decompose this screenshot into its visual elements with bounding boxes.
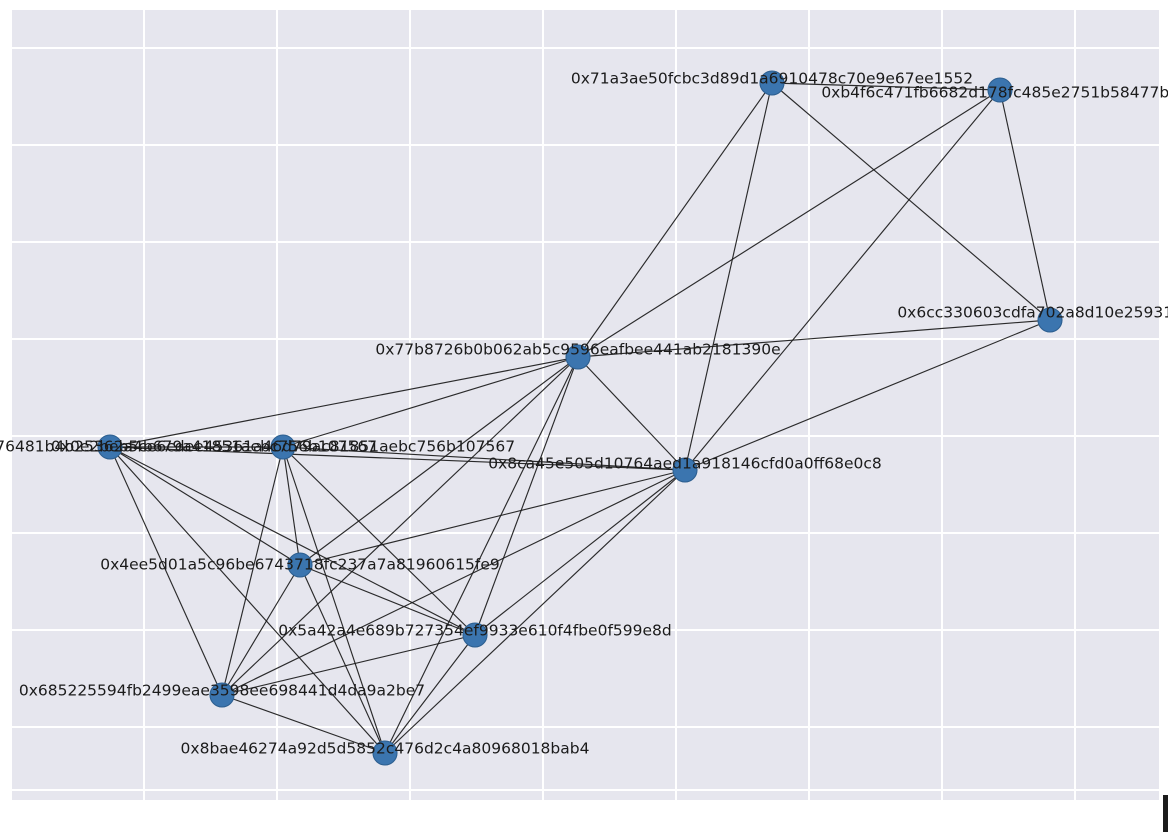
graph-node[interactable] (462, 622, 488, 648)
graph-node[interactable] (97, 434, 123, 460)
graph-node[interactable] (987, 77, 1013, 103)
graph-edge (299, 469, 686, 566)
graph-edge (282, 446, 301, 566)
right-edge-artifact (1163, 795, 1168, 832)
graph-node[interactable] (1037, 307, 1063, 333)
graph-edge (684, 82, 773, 471)
node-label: 0x685225594fb2499eae3598ee698441d4da9a2b… (19, 682, 425, 700)
graph-node[interactable] (270, 434, 296, 460)
graph-edge (282, 356, 579, 448)
graph-node[interactable] (372, 740, 398, 766)
graph-edge (282, 446, 686, 471)
graph-edge (109, 446, 301, 566)
graph-edge (577, 89, 1001, 358)
graph-edge (109, 446, 686, 471)
nodes (97, 70, 1063, 766)
graph-edge (384, 356, 579, 754)
graph-node[interactable] (759, 70, 785, 96)
node-label: 0xb4f6c471fb6682d178fc485e2751b58477ba (821, 84, 1168, 102)
plot-area (11, 10, 1159, 800)
graph-edge (384, 634, 476, 754)
graph-edge (299, 564, 386, 754)
node-label: 0x71a3ae50fcbc3d89d1a6910478c70e9e67ee15… (571, 70, 973, 88)
graph-edge (109, 356, 579, 448)
graph-node[interactable] (209, 682, 235, 708)
graph-node[interactable] (565, 344, 591, 370)
graph-edge (109, 446, 223, 696)
gridlines (9, 10, 1159, 800)
graph-edge (221, 694, 386, 754)
graph-edge (221, 356, 579, 696)
graph-edge (282, 446, 476, 636)
graph-edge (221, 564, 301, 696)
node-label: 0x8bae46274a92d5d5852c476d2c4a80968018ba… (181, 740, 590, 758)
graph-node[interactable] (672, 457, 698, 483)
graph-edge (282, 446, 386, 754)
graph-edge (684, 319, 1051, 471)
graph-edge (684, 89, 1001, 471)
graph-edge (384, 469, 686, 754)
edges (109, 82, 1051, 754)
graph-edge (299, 356, 579, 566)
graph-edge (474, 356, 579, 636)
graph-edge (577, 82, 773, 358)
graph-node[interactable] (287, 552, 313, 578)
graph-edge (577, 319, 1051, 358)
node-labels: 0x71a3ae50fcbc3d89d1a6910478c70e9e67ee15… (0, 70, 1168, 758)
graph-edge (771, 82, 1001, 91)
graph-edge (221, 446, 284, 696)
node-label: 0x8ca45e505d10764aed1a918146cfd0a0ff68e0… (488, 455, 882, 473)
graph-edge (299, 564, 476, 636)
node-label: 0x4ee5d01a5c96be6743718fc237a7a81960615f… (100, 556, 500, 574)
node-label: 0x0e2beb5ce6cdee45361a46d79ac81851aebc75… (51, 438, 515, 456)
node-label: 0x5a42a4e689b727354ef9933e610f4fbe0f599e… (278, 622, 671, 640)
graph-edge (221, 469, 686, 696)
graph-edge (771, 82, 1051, 321)
node-label: 0x6cc330603cdfa702a8d10e25931263 (897, 304, 1168, 322)
graph-edge (999, 89, 1051, 321)
graph-edge (109, 446, 386, 754)
graph-edge (221, 634, 476, 696)
graph-edge (577, 356, 686, 471)
graph-edge (109, 446, 476, 636)
graph-edge (474, 469, 686, 636)
node-label: 0x6e3c83ac0dc5d476481b4b25362a4b679a4185… (0, 438, 377, 456)
node-label: 0x77b8726b0b062ab5c9596eafbee441ab218139… (375, 341, 780, 359)
